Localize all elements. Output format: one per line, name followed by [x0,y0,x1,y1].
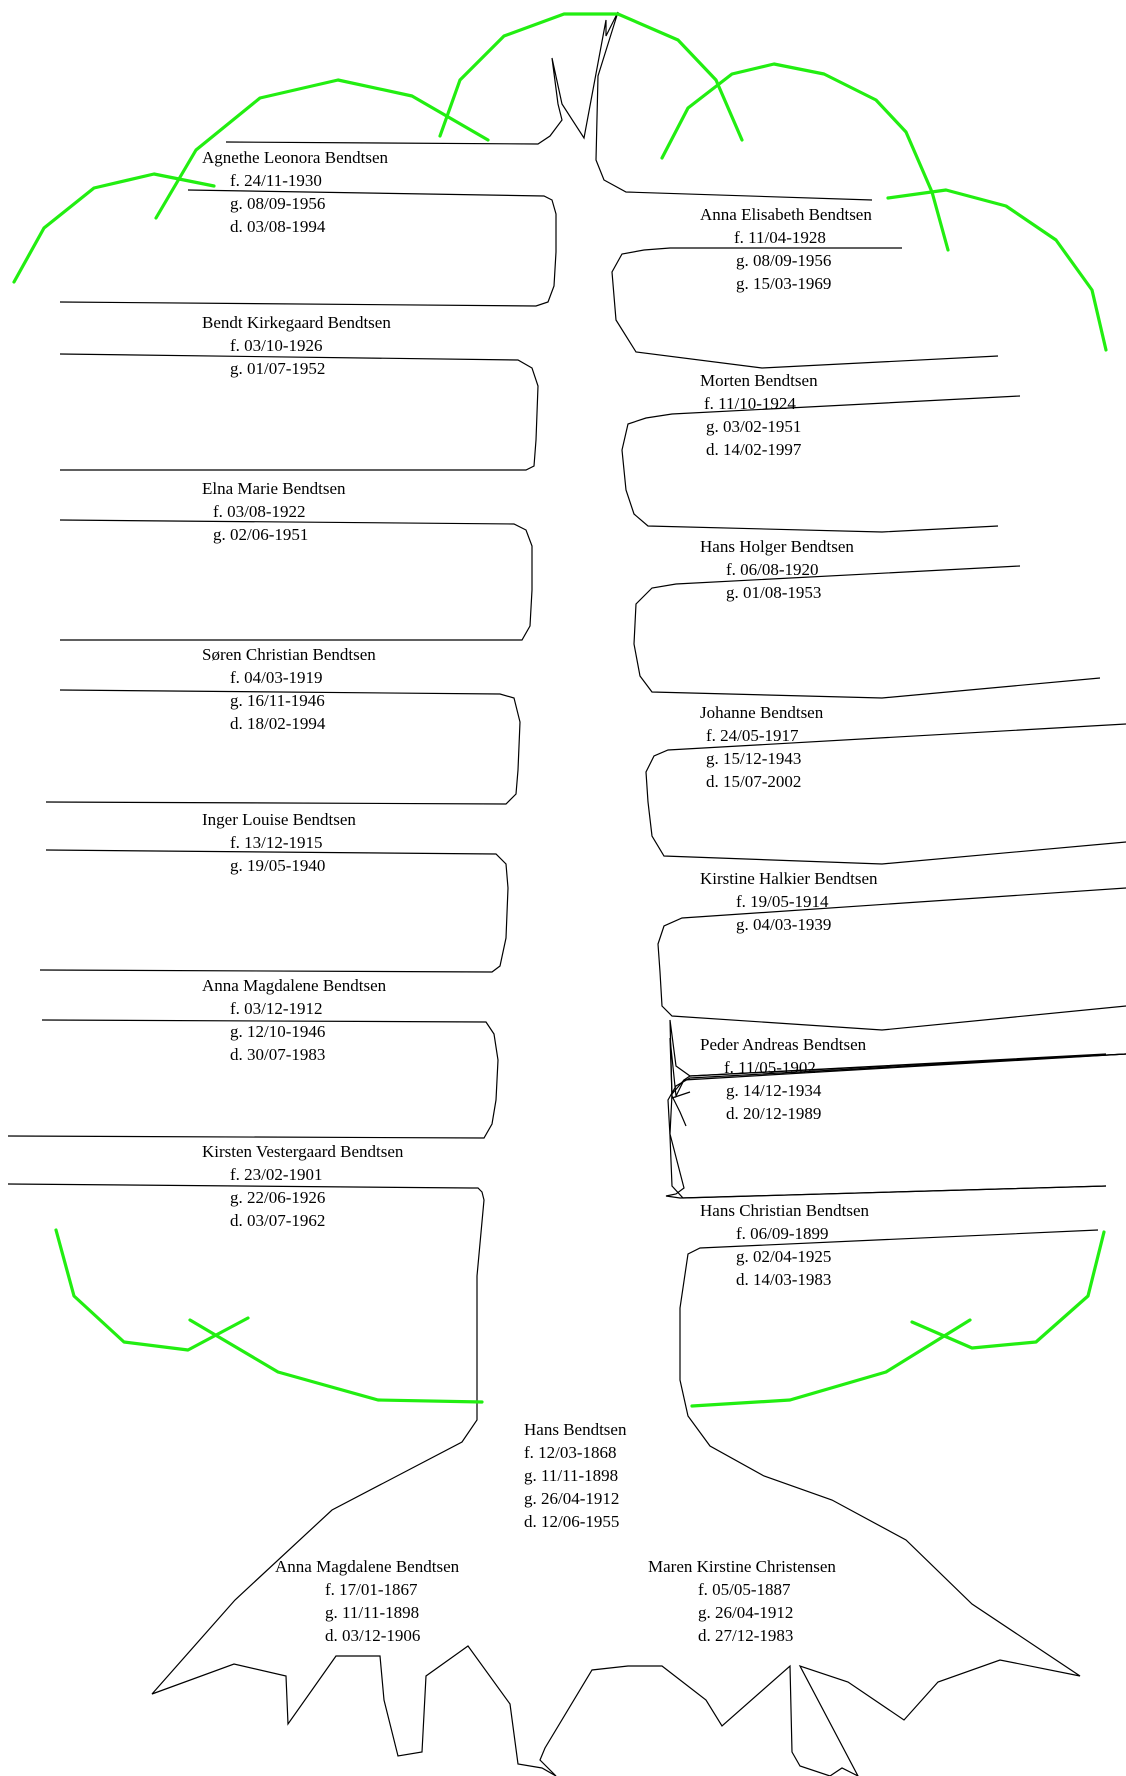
person-peder: Peder Andreas Bendtsen f. 11/05-1902 g. … [700,1033,866,1125]
person-name: Hans Bendtsen [524,1418,626,1441]
person-name: Kirsten Vestergaard Bendtsen [202,1140,403,1163]
branch-lower-right [692,1320,970,1406]
person-hans-holger: Hans Holger Bendtsen f. 06/08-1920 g. 01… [700,535,854,604]
death-date: d. 20/12-1989 [700,1102,866,1125]
wedding-date: g. 01/07-1952 [202,357,391,380]
person-kirsten: Kirsten Vestergaard Bendtsen f. 23/02-19… [202,1140,403,1232]
death-date: d. 12/06-1955 [524,1510,626,1533]
person-anna-magdalene-child: Anna Magdalene Bendtsen f. 03/12-1912 g.… [202,974,386,1066]
person-maren-spouse: Maren Kirstine Christensen f. 05/05-1887… [648,1555,836,1647]
person-name: Inger Louise Bendtsen [202,808,356,831]
person-soren: Søren Christian Bendtsen f. 04/03-1919 g… [202,643,376,735]
birth-date: f. 03/10-1926 [202,334,391,357]
birth-date: f. 17/01-1867 [275,1578,459,1601]
band-right-morten [622,396,1020,532]
person-name: Anna Magdalene Bendtsen [202,974,386,997]
birth-date: f. 23/02-1901 [202,1163,403,1186]
birth-date: f. 12/03-1868 [524,1441,626,1464]
wedding-date: g. 11/11-1898 [275,1601,459,1624]
person-agnethe: Agnethe Leonora Bendtsen f. 24/11-1930 g… [202,146,388,238]
person-name: Morten Bendtsen [700,369,818,392]
death-date: d. 03/12-1906 [275,1624,459,1647]
wedding-date: g. 14/12-1934 [700,1079,866,1102]
wedding-date: g. 03/02-1951 [700,415,818,438]
branch-far-right [888,190,1106,350]
birth-date: f. 03/08-1922 [202,500,346,523]
person-hans-root: Hans Bendtsen f. 12/03-1868 g. 11/11-189… [524,1418,626,1533]
person-bendt: Bendt Kirkegaard Bendtsen f. 03/10-1926 … [202,311,391,380]
wedding-date: g. 01/08-1953 [700,581,854,604]
person-anna-magdalene-spouse: Anna Magdalene Bendtsen f. 17/01-1867 g.… [275,1555,459,1647]
trunk-root-outline [152,1276,556,1776]
birth-date: f. 13/12-1915 [202,831,356,854]
person-name: Anna Magdalene Bendtsen [275,1555,459,1578]
birth-date: f. 05/05-1887 [648,1578,836,1601]
death-date: d. 03/07-1962 [202,1209,403,1232]
birth-date: f. 03/12-1912 [202,997,386,1020]
person-name: Anna Elisabeth Bendtsen [700,203,872,226]
birth-date: f. 19/05-1914 [700,890,878,913]
death-date: d. 30/07-1983 [202,1043,386,1066]
branch-lower-left [56,1230,248,1350]
death-date: d. 15/07-2002 [700,770,823,793]
person-name: Hans Christian Bendtsen [700,1199,869,1222]
person-name: Bendt Kirkegaard Bendtsen [202,311,391,334]
person-name: Maren Kirstine Christensen [648,1555,836,1578]
birth-date: f. 06/09-1899 [700,1222,869,1245]
wedding-date: g. 04/03-1939 [700,913,878,936]
birth-date: f. 24/05-1917 [700,724,823,747]
death-date: d. 03/08-1994 [202,215,388,238]
wedding-date: g. 19/05-1940 [202,854,356,877]
wedding-date: g. 16/11-1946 [202,689,376,712]
birth-date: f. 11/05-1902 [700,1056,866,1079]
branch-lower-left-inner [190,1320,482,1402]
trunk-root-outline-right [540,1666,830,1776]
branch-top-center [440,14,742,140]
wedding-date-second: g. 15/03-1969 [700,272,872,295]
wedding-date: g. 08/09-1956 [202,192,388,215]
branch-far-left [14,174,214,282]
wedding-date-second: g. 26/04-1912 [524,1487,626,1510]
person-anna-elisabeth: Anna Elisabeth Bendtsen f. 11/04-1928 g.… [700,203,872,295]
death-date: d. 27/12-1983 [648,1624,836,1647]
person-morten: Morten Bendtsen f. 11/10-1924 g. 03/02-1… [700,369,818,461]
person-name: Agnethe Leonora Bendtsen [202,146,388,169]
person-inger: Inger Louise Bendtsen f. 13/12-1915 g. 1… [202,808,356,877]
wedding-date: g. 26/04-1912 [648,1601,836,1624]
person-name: Johanne Bendtsen [700,701,823,724]
person-hans-christian: Hans Christian Bendtsen f. 06/09-1899 g.… [700,1199,869,1291]
wedding-date: g. 12/10-1946 [202,1020,386,1043]
death-date: d. 14/02-1997 [700,438,818,461]
person-johanne: Johanne Bendtsen f. 24/05-1917 g. 15/12-… [700,701,823,793]
birth-date: f. 24/11-1930 [202,169,388,192]
person-name: Søren Christian Bendtsen [202,643,376,666]
trunk-root-outline-far-right [680,1230,1098,1776]
wedding-date: g. 22/06-1926 [202,1186,403,1209]
wedding-date: g. 02/04-1925 [700,1245,869,1268]
wedding-date: g. 11/11-1898 [524,1464,626,1487]
person-kirstine: Kirstine Halkier Bendtsen f. 19/05-1914 … [700,867,878,936]
person-name: Kirstine Halkier Bendtsen [700,867,878,890]
person-name: Hans Holger Bendtsen [700,535,854,558]
death-date: d. 14/03-1983 [700,1268,869,1291]
person-name: Peder Andreas Bendtsen [700,1033,866,1056]
wedding-date: g. 02/06-1951 [202,523,346,546]
birth-date: f. 04/03-1919 [202,666,376,689]
wedding-date: g. 08/09-1956 [700,249,872,272]
wedding-date: g. 15/12-1943 [700,747,823,770]
person-elna: Elna Marie Bendtsen f. 03/08-1922 g. 02/… [202,477,346,546]
birth-date: f. 11/10-1924 [700,392,818,415]
death-date: d. 18/02-1994 [202,712,376,735]
branch-lower-right-outer [912,1232,1104,1348]
birth-date: f. 11/04-1928 [700,226,872,249]
birth-date: f. 06/08-1920 [700,558,854,581]
person-name: Elna Marie Bendtsen [202,477,346,500]
